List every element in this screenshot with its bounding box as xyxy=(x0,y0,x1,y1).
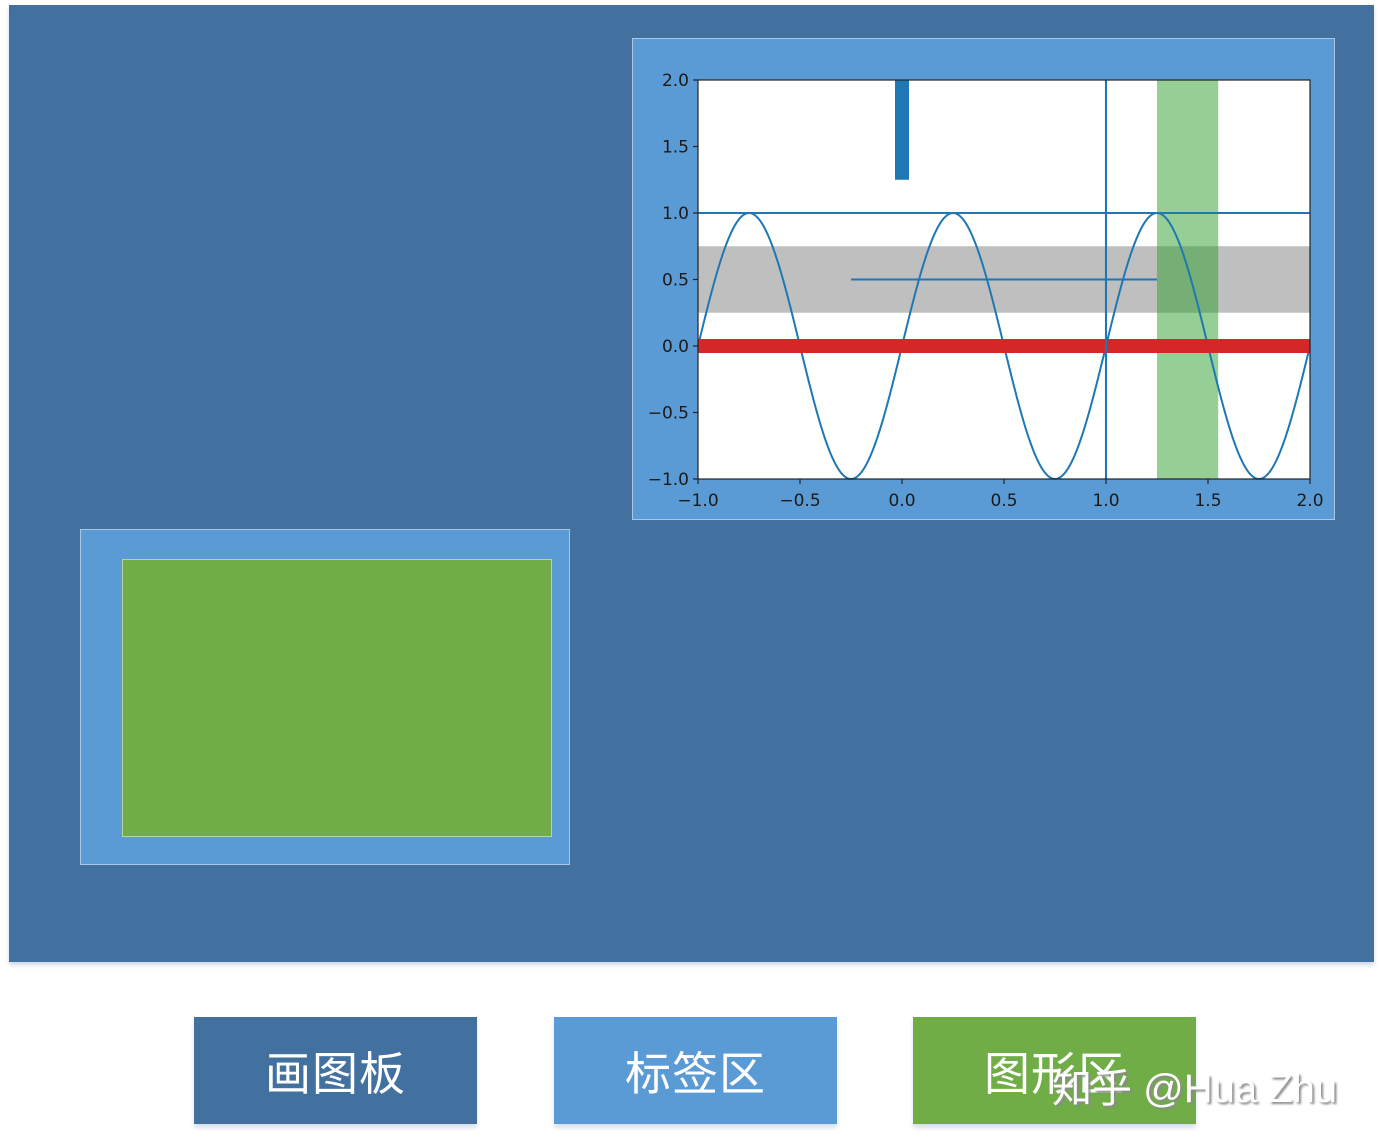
x-tick-label: −0.5 xyxy=(779,491,820,511)
y-tick-label: 2.0 xyxy=(662,71,689,91)
y-tick-label: 0.0 xyxy=(662,337,689,357)
x-tick-label: 2.0 xyxy=(1296,491,1323,511)
y-tick-label: −0.5 xyxy=(648,404,689,424)
watermark: 知乎 @Hua Zhu xyxy=(1052,1067,1338,1111)
label-area-example xyxy=(80,529,570,865)
x-tick-label: −1.0 xyxy=(677,491,718,511)
legend-label-area: 标签区 xyxy=(554,1017,837,1124)
legend-canvas: 画图板 xyxy=(194,1017,477,1124)
y-tick-label: −1.0 xyxy=(648,470,689,490)
y-tick-label: 0.5 xyxy=(662,271,689,291)
y-tick-label: 1.5 xyxy=(662,138,689,158)
x-tick-label: 0.0 xyxy=(888,491,915,511)
vertical-span xyxy=(1157,80,1219,479)
plot-area-example xyxy=(122,559,552,837)
legend-plot-area: 图形区 xyxy=(913,1017,1196,1124)
y-tick-label: 1.0 xyxy=(662,204,689,224)
x-tick-label: 1.0 xyxy=(1092,491,1119,511)
sine-chart: −1.0 −0.5 0.0 0.5 1.0 1.5 2.0 −1.0 −0.5 0.0 0.5 1.0… xyxy=(648,71,1324,511)
label-area-region: −1.0 −0.5 0.0 0.5 1.0 1.5 2.0 −1.0 −0.5 0.0 0.5 1.0… xyxy=(632,38,1335,520)
x-tick-label: 0.5 xyxy=(990,491,1017,511)
x-tick-label: 1.5 xyxy=(1194,491,1221,511)
